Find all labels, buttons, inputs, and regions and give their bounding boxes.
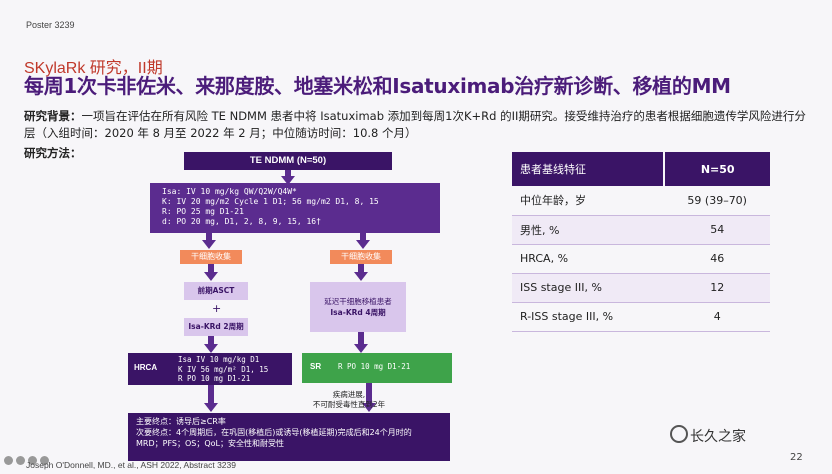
zoom-icon[interactable]	[40, 456, 49, 465]
connector	[360, 233, 366, 242]
connector	[206, 233, 212, 242]
arrow-down-icon	[204, 344, 218, 353]
sr-box: SR R PO 10 mg D1-21	[302, 353, 452, 383]
connector	[285, 170, 291, 178]
asct-box: 前期ASCT	[184, 282, 248, 300]
row-value: 4	[664, 302, 770, 332]
connector	[208, 264, 214, 274]
row-label: 男性, %	[512, 215, 665, 245]
secondary-endpoint: 次要终点：4个周期后，在巩固(移植后)或诱导(移植延期)完成后和24个月时的	[136, 428, 412, 437]
arrow-down-icon	[362, 403, 376, 412]
background-text: 一项旨在评估在所有风险 TE NDMM 患者中将 Isatuximab 添加到每…	[24, 109, 806, 140]
citation-footer: Joseph O'Donnell, MD., et al., ASH 2022,…	[26, 460, 236, 470]
delayed-transplant-box: 延迟干细胞移植患者 Isa-KRd 4周期	[310, 282, 406, 332]
row-value: 12	[664, 273, 770, 303]
regimen-d: d: PO 20 mg, D1, 2, 8, 9, 15, 16†	[162, 217, 321, 226]
connector	[358, 264, 364, 274]
isa-krd-2-cycles-box: Isa-KRd 2周期	[184, 318, 248, 336]
regimen-box: Isa: IV 10 mg/kg QW/Q2W/Q4W* K: IV 20 mg…	[150, 183, 440, 233]
background-label: 研究背景：	[24, 109, 82, 123]
watermark: 长久之家	[690, 429, 746, 445]
table-row: HRCA, % 46	[512, 244, 770, 274]
stem-cell-collection-right: 干细胞收集	[330, 250, 392, 264]
next-slide-icon[interactable]	[16, 456, 25, 465]
sr-line: R PO 10 mg D1-21	[338, 362, 411, 371]
poster-label: Poster 3239	[26, 20, 75, 30]
arrow-down-icon	[281, 176, 295, 185]
row-value: 59 (39–70)	[664, 186, 770, 216]
slide-title: 每周1次卡非佐米、来那度胺、地塞米松和Isatuximab治疗新诊断、移植的MM	[24, 74, 731, 98]
regimen-k: K: IV 20 mg/m2 Cycle 1 D1; 56 mg/m2 D1, …	[162, 197, 379, 206]
background-paragraph: 研究背景：一项旨在评估在所有风险 TE NDMM 患者中将 Isatuximab…	[24, 108, 814, 142]
slide-controls[interactable]	[4, 456, 49, 465]
hrca-box: HRCA Isa IV 10 mg/kg D1 K IV 56 mg/m² D1…	[128, 353, 292, 385]
endpoints-box: 主要终点：诱导后≥CR率 次要终点：4个周期后，在巩固(移植后)或诱导(移植延期…	[128, 413, 450, 461]
arrow-down-icon	[202, 240, 216, 249]
prev-slide-icon[interactable]	[4, 456, 13, 465]
hrca-tag: HRCA	[134, 363, 158, 372]
method-label: 研究方法：	[24, 146, 82, 160]
connector	[366, 383, 372, 405]
row-label: 中位年龄，岁	[512, 186, 665, 216]
hrca-line: Isa IV 10 mg/kg D1	[178, 355, 260, 364]
plus-sign: +	[212, 302, 222, 315]
baseline-table: 患者基线特征 N=50 中位年龄，岁 59 (39–70) 男性, % 54 H…	[512, 152, 770, 332]
table-header-row: 患者基线特征 N=50	[512, 152, 770, 186]
row-label: ISS stage III, %	[512, 273, 665, 303]
hrca-line: K IV 56 mg/m² D1, 15	[178, 364, 269, 374]
regimen-isa: Isa: IV 10 mg/kg QW/Q2W/Q4W*	[162, 187, 297, 196]
progression-line2: 不可耐受毒性直到2年	[312, 400, 386, 409]
row-value: 46	[664, 244, 770, 274]
table-row: 中位年龄，岁 59 (39–70)	[512, 186, 770, 216]
table-row: ISS stage III, % 12	[512, 273, 770, 303]
pen-tool-icon[interactable]	[28, 456, 37, 465]
regimen-r: R: PO 25 mg D1-21	[162, 207, 244, 216]
arrow-down-icon	[356, 240, 370, 249]
row-label: HRCA, %	[512, 244, 665, 274]
arrow-down-icon	[354, 272, 368, 281]
hrca-line: R PO 10 mg D1-21	[178, 374, 251, 383]
progression-line1: 疾病进展,	[332, 390, 366, 399]
progression-note: 疾病进展, 不可耐受毒性直到2年	[294, 390, 404, 410]
wechat-logo-icon	[670, 425, 688, 443]
arrow-down-icon	[354, 344, 368, 353]
arrow-down-icon	[204, 272, 218, 281]
table-header-characteristic: 患者基线特征	[512, 152, 666, 186]
row-label: R-ISS stage III, %	[512, 302, 665, 332]
connector	[358, 332, 364, 346]
table-row: R-ISS stage III, % 4	[512, 302, 770, 332]
secondary-endpoint-cont: MRD；PFS；OS；QoL；安全性和耐受性	[136, 439, 285, 448]
page-number: 22	[790, 452, 803, 463]
sr-tag: SR	[310, 362, 322, 371]
connector	[208, 385, 214, 405]
delayed-transplant-line1: 延迟干细胞移植患者	[324, 297, 392, 306]
study-subtitle: SKylaRk 研究，II期	[24, 60, 163, 77]
te-ndmm-box: TE NDMM (N=50)	[184, 152, 392, 170]
arrow-down-icon	[204, 403, 218, 412]
connector	[208, 336, 214, 346]
primary-endpoint: 主要终点：诱导后≥CR率	[136, 417, 226, 426]
stem-cell-collection-left: 干细胞收集	[180, 250, 242, 264]
delayed-transplant-line2: Isa-KRd 4周期	[330, 308, 386, 317]
row-value: 54	[664, 215, 770, 245]
table-row: 男性, % 54	[512, 215, 770, 245]
table-header-n: N=50	[664, 152, 770, 186]
